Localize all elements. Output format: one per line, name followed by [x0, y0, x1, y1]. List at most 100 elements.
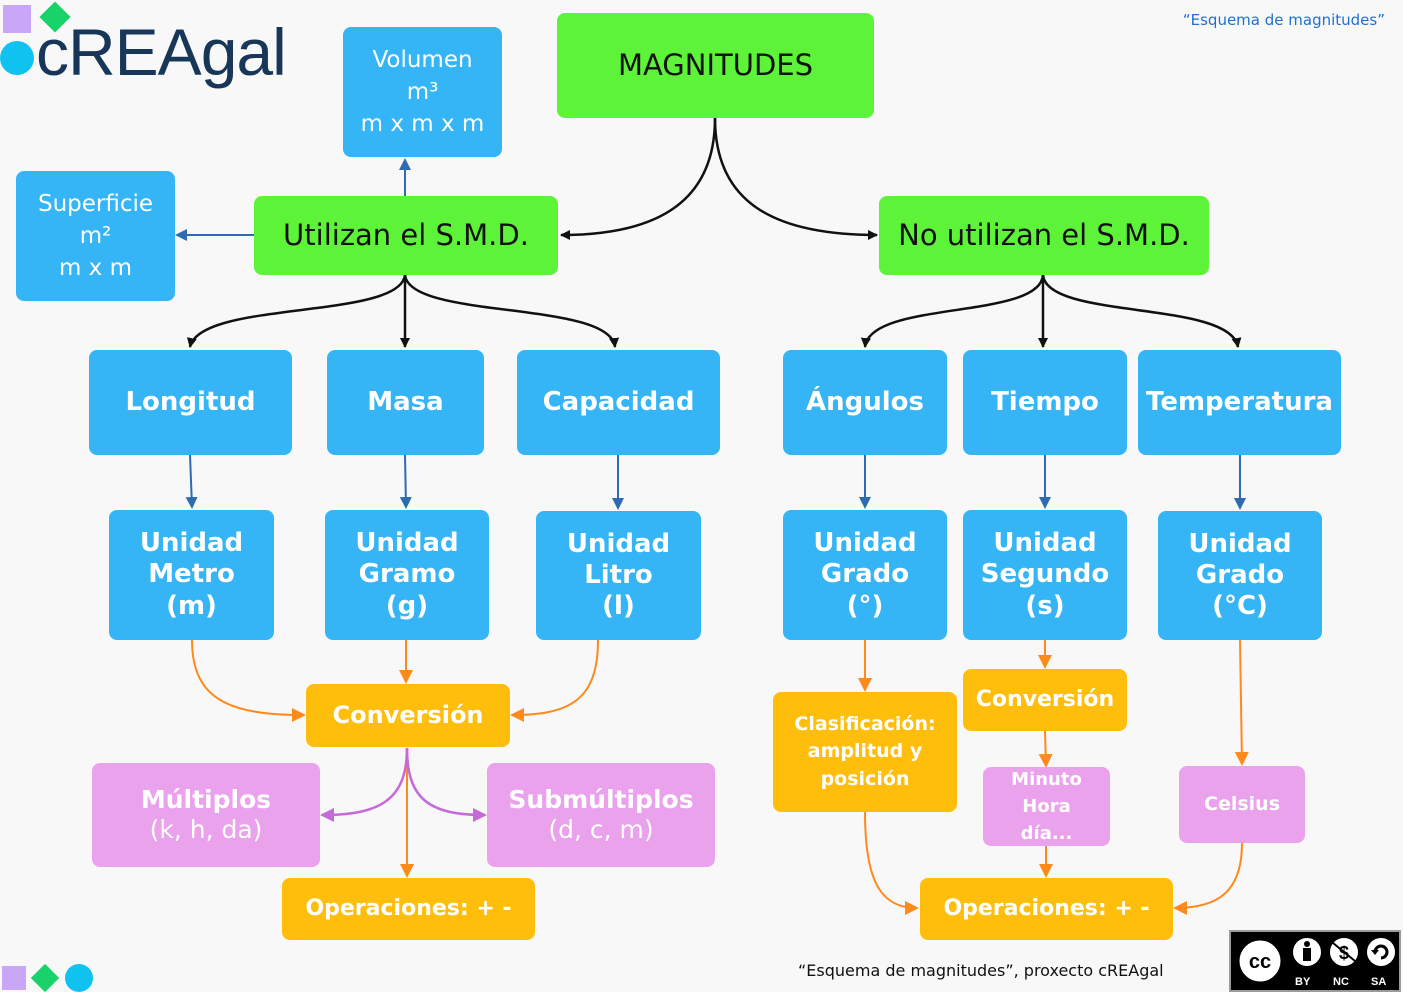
arrow-nosmd-to-angulos — [861, 274, 1045, 348]
arrow-litro-to-conversion — [510, 639, 599, 722]
logo-square-icon — [3, 5, 31, 33]
license-badge: cc $ BY NC SA — [1229, 930, 1401, 992]
volumen-formula: m x m x m — [360, 111, 485, 138]
unidad-segundo-line1: Unidad — [993, 528, 1097, 559]
sharealike-icon — [1365, 936, 1397, 968]
superficie-box: Superficie m² m x m — [16, 171, 175, 301]
operaciones-left-label: Operaciones: + - — [305, 895, 512, 921]
celsius-label: Celsius — [1204, 793, 1280, 816]
unidad-gramo-line1: Unidad — [355, 528, 459, 559]
arrow-celsius-to-operaciones — [1173, 842, 1243, 915]
superficie-title: Superficie — [37, 190, 154, 217]
unidad-metro-box: Unidad Metro (m) — [109, 510, 274, 640]
unidad-grado-celsius-line1: Unidad — [1188, 528, 1292, 559]
arrow-conversion-to-multiplos — [320, 747, 409, 822]
angulos-label: Ángulos — [805, 386, 924, 417]
operaciones-right-box: Operaciones: + - — [920, 878, 1173, 940]
arrow-metro-to-conversion — [191, 639, 306, 722]
capacidad-label: Capacidad — [542, 386, 695, 417]
submultiplos-title: Submúltiplos — [508, 785, 694, 814]
unidad-grado-line3: (°) — [846, 590, 884, 621]
clasificacion-box: Clasificación: amplitud y posición — [773, 692, 957, 812]
arrow-smd-to-capacidad — [403, 274, 619, 348]
volumen-title: Volumen — [372, 46, 473, 73]
tiempo-units-box: Minuto Hora día... — [983, 767, 1110, 846]
clasificacion-line1: Clasificación: — [794, 712, 936, 735]
arrow-conversion-to-minuto — [1038, 730, 1053, 768]
arrow-clasificacion-to-operaciones — [864, 811, 919, 915]
multiplos-box: Múltiplos (k, h, da) — [92, 763, 320, 867]
unidad-gramo-line2: Gramo — [358, 559, 456, 590]
tiempo-units-line1: Minuto — [1011, 769, 1082, 790]
multiplos-detail: (k, h, da) — [149, 815, 263, 844]
tiempo-box: Tiempo — [963, 350, 1127, 455]
unidad-metro-line1: Unidad — [139, 528, 244, 559]
smd-branch: Utilizan el S.M.D. — [254, 196, 558, 275]
volumen-box: Volumen m³ m x m x m — [343, 27, 502, 157]
cc-icon: cc — [1236, 937, 1284, 985]
multiplos-title: Múltiplos — [140, 785, 272, 814]
license-sa-label: SA — [1371, 976, 1387, 988]
caption-bottom: “Esquema de magnitudes”, proxecto cREAga… — [798, 961, 1164, 980]
conversion-left-box: Conversión — [306, 684, 510, 747]
unidad-grado-celsius-line2: Grado — [1195, 559, 1285, 590]
tiempo-units-line3: día... — [1020, 823, 1073, 844]
operaciones-right-label: Operaciones: + - — [943, 895, 1150, 921]
tiempo-label: Tiempo — [991, 386, 1099, 417]
masa-label: Masa — [367, 386, 444, 417]
conversion-right-label: Conversión — [975, 686, 1115, 712]
clasificacion-line2: amplitud y — [807, 740, 923, 763]
conversion-right-box: Conversión — [963, 669, 1127, 731]
temperatura-label: Temperatura — [1146, 386, 1333, 417]
submultiplos-detail: (d, c, m) — [548, 815, 654, 844]
arrow-nosmd-to-temperatura — [1041, 274, 1242, 348]
conversion-left-label: Conversión — [332, 701, 484, 730]
unidad-litro-line3: (l) — [602, 591, 635, 622]
unidad-gramo-line3: (g) — [385, 590, 429, 621]
unidad-grado-line2: Grado — [820, 559, 910, 590]
license-nc-label: NC — [1333, 976, 1349, 988]
unidad-metro-line3: (m) — [166, 590, 217, 621]
unidad-segundo-line2: Segundo — [980, 559, 1110, 590]
celsius-box: Celsius — [1179, 766, 1305, 843]
unidad-segundo-line3: (s) — [1025, 590, 1065, 621]
arrow-gradoc-to-celsius — [1234, 639, 1249, 766]
unidad-litro-line1: Unidad — [566, 528, 671, 559]
submultiplos-box: Submúltiplos (d, c, m) — [487, 763, 715, 867]
smd-branch-label: Utilizan el S.M.D. — [283, 218, 529, 253]
attribution-icon — [1291, 936, 1323, 968]
longitud-box: Longitud — [89, 350, 292, 455]
no-smd-branch-label: No utilizan el S.M.D. — [898, 218, 1190, 253]
arrow-root-to-smd — [560, 117, 717, 240]
unidad-litro-line2: Litro — [584, 559, 653, 590]
capacidad-box: Capacidad — [517, 350, 720, 455]
unidad-grado-box: Unidad Grado (°) — [783, 510, 947, 640]
footer-circle-icon — [65, 964, 93, 992]
svg-text:cc: cc — [1249, 951, 1271, 973]
tiempo-units-line2: Hora — [1022, 796, 1071, 817]
magnitudes-root-label: MAGNITUDES — [617, 48, 814, 83]
superficie-unit: m² — [79, 222, 112, 249]
masa-box: Masa — [327, 350, 484, 455]
temperatura-box: Temperatura — [1138, 350, 1341, 455]
arrow-longitud-to-metro — [185, 454, 198, 509]
arrow-smd-to-longitud — [187, 274, 407, 348]
superficie-formula: m x m — [58, 255, 133, 282]
arrow-conversion-to-submultiplos — [405, 747, 487, 822]
longitud-label: Longitud — [125, 386, 256, 417]
footer-square-icon — [2, 966, 26, 990]
unidad-grado-line1: Unidad — [813, 528, 917, 559]
magnitudes-root: MAGNITUDES — [557, 13, 874, 118]
unidad-grado-celsius-box: Unidad Grado (°C) — [1158, 511, 1322, 640]
volumen-unit: m³ — [406, 78, 439, 105]
arrow-root-to-nosmd — [713, 117, 878, 240]
logo-text: cREAgal — [36, 15, 287, 89]
unidad-metro-line2: Metro — [148, 559, 235, 590]
operaciones-left-box: Operaciones: + - — [282, 878, 535, 940]
unidad-litro-box: Unidad Litro (l) — [536, 511, 701, 640]
license-by-label: BY — [1295, 976, 1311, 988]
unidad-gramo-box: Unidad Gramo (g) — [325, 510, 489, 640]
arrow-masa-to-gramo — [399, 454, 412, 509]
caption-top: “Esquema de magnitudes” — [1182, 11, 1385, 29]
